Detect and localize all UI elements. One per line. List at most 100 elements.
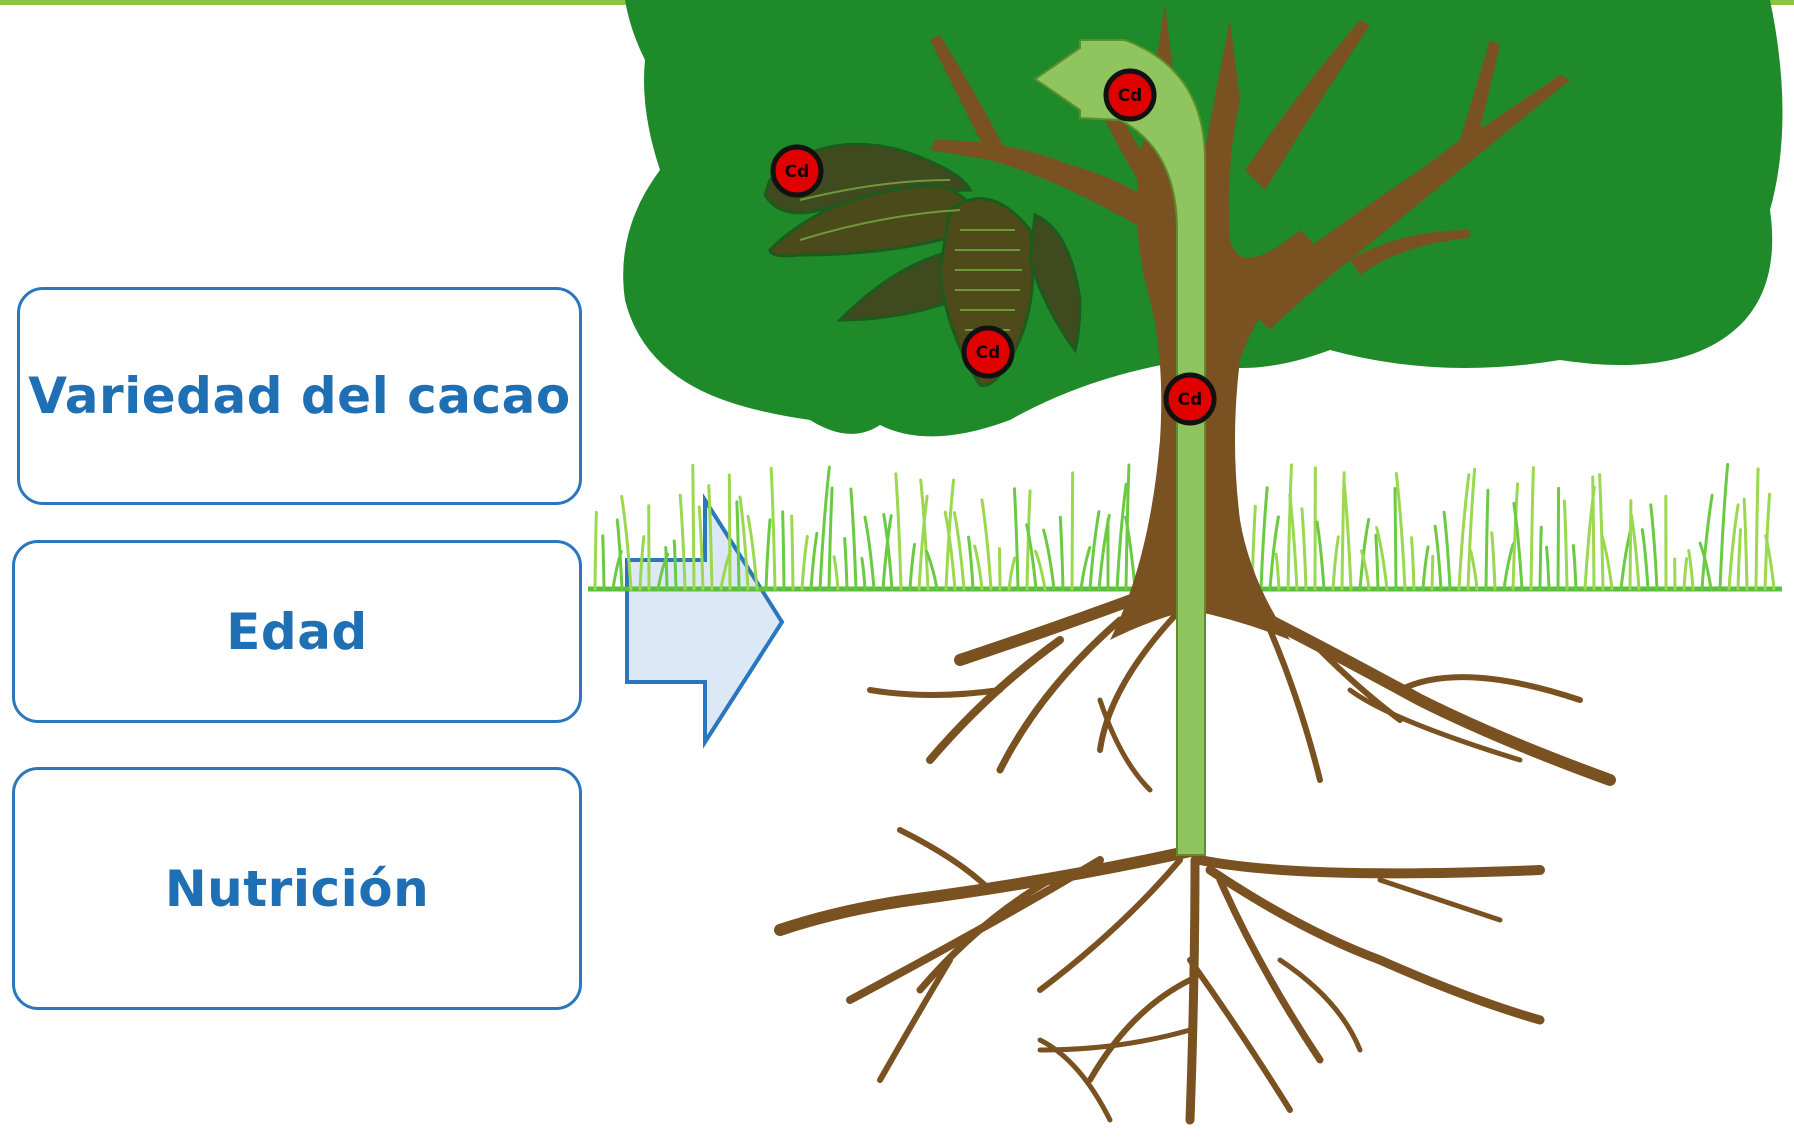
grass-blade (1649, 503, 1659, 591)
cadmium-flow-path (1033, 39, 1206, 856)
factor-box-edad: Edad (12, 540, 582, 723)
tree-roots (774, 574, 1616, 1125)
grass-blade (1274, 552, 1281, 591)
grass-blade (1442, 510, 1452, 591)
cd-marker-pod-top: Cd (770, 144, 824, 198)
factor-box-nutricion: Nutrición (12, 767, 582, 1010)
grass-blade (1718, 462, 1730, 591)
grass-blade (943, 510, 957, 591)
grass-blade (1007, 556, 1017, 591)
grass-blade (1375, 526, 1389, 591)
grass-blade (800, 535, 809, 591)
grass-blade (1754, 467, 1760, 591)
cd-label: Cd (976, 343, 1001, 363)
cd-label: Cd (785, 162, 810, 182)
grass-blade (764, 518, 772, 591)
grass-blade (882, 512, 894, 591)
grass-blade (1288, 493, 1299, 591)
grass-blade (1484, 488, 1490, 591)
grass-blade (1457, 473, 1471, 591)
grass-blade (664, 546, 669, 591)
grass-blade (860, 556, 867, 591)
grass-blade (1682, 557, 1689, 591)
grass-blade (638, 535, 646, 591)
grass-blade (1331, 535, 1340, 591)
grass-blade (727, 473, 732, 591)
grass-blade (769, 466, 777, 591)
factor-label-variedad: Variedad del cacao (28, 367, 571, 425)
grass-blade (917, 494, 929, 591)
grass-blade (919, 478, 930, 591)
grass-blade (1538, 525, 1543, 591)
grass-blade (1393, 487, 1398, 591)
grass-blade (1529, 466, 1535, 591)
grass-blade (1012, 487, 1020, 591)
grass-blade (1410, 536, 1416, 591)
grass-blade (1629, 513, 1641, 591)
grass-blade (1433, 524, 1443, 591)
grass-blade (1042, 528, 1056, 591)
grass-blade (593, 510, 598, 591)
grass-blade (1394, 471, 1407, 591)
cd-markers: Cd Cd Cd Cd (770, 68, 1217, 426)
grass-blade (1490, 531, 1497, 591)
cd-marker-trunk: Cd (1163, 372, 1217, 426)
grass-blade (1698, 541, 1713, 591)
grass-blade (1058, 515, 1065, 591)
factor-label-nutricion: Nutrición (164, 859, 430, 918)
cd-label: Cd (1178, 390, 1203, 410)
grass-blade (952, 511, 966, 591)
grass-blade (738, 495, 750, 591)
cd-marker-branch: Cd (1103, 68, 1157, 122)
grass-blade (1502, 542, 1515, 591)
grass-blade (849, 487, 858, 591)
grass-blade (790, 514, 795, 591)
cd-label: Cd (1118, 86, 1143, 106)
grass-blade (1115, 482, 1128, 591)
grass-blade (601, 534, 606, 591)
grass-blade (894, 472, 903, 591)
grass-blade (1286, 463, 1293, 591)
grass-blade (1374, 533, 1380, 591)
grass-blade (967, 535, 975, 591)
ground-grass (588, 462, 1782, 592)
factor-box-variedad: Variedad del cacao (17, 287, 582, 505)
grass-blade (1034, 549, 1047, 591)
grass-blade (832, 555, 840, 591)
grass-blade (881, 514, 893, 591)
grass-blade (1736, 528, 1743, 591)
grass-blade (1300, 507, 1308, 591)
grass-blade (1687, 549, 1695, 591)
factor-label-edad: Edad (226, 602, 368, 661)
grass-blade (620, 495, 633, 591)
grass-blade (1545, 545, 1551, 591)
grass-blade (735, 500, 741, 591)
grass-blade (1469, 549, 1479, 591)
grass-blade (1562, 499, 1569, 591)
grass-blade (1088, 510, 1101, 591)
grass-blade (1640, 528, 1650, 591)
grass-blade (980, 498, 993, 591)
grass-blade (1742, 497, 1749, 591)
grass-blade (615, 518, 624, 591)
grass-blade (843, 537, 849, 591)
grass-blade (1512, 501, 1524, 591)
grass-blade (691, 463, 696, 591)
grass-blade (1628, 499, 1633, 591)
grass-blade (1556, 486, 1561, 591)
grass-blade (1591, 475, 1596, 591)
grass-blade (1764, 534, 1776, 591)
grass-blade (1259, 486, 1269, 591)
grass-blade (1342, 478, 1353, 591)
grass-blade (672, 539, 678, 591)
grass-blade (781, 510, 786, 591)
cd-marker-pod-bottom: Cd (961, 325, 1015, 379)
grass-blade (1571, 544, 1578, 591)
grass-blade (1358, 517, 1371, 591)
grass-blade (1511, 482, 1520, 591)
grass-blade (707, 484, 714, 591)
grass-blade (1421, 545, 1430, 591)
grass-blade (1025, 523, 1038, 591)
grass-blade (908, 542, 917, 591)
